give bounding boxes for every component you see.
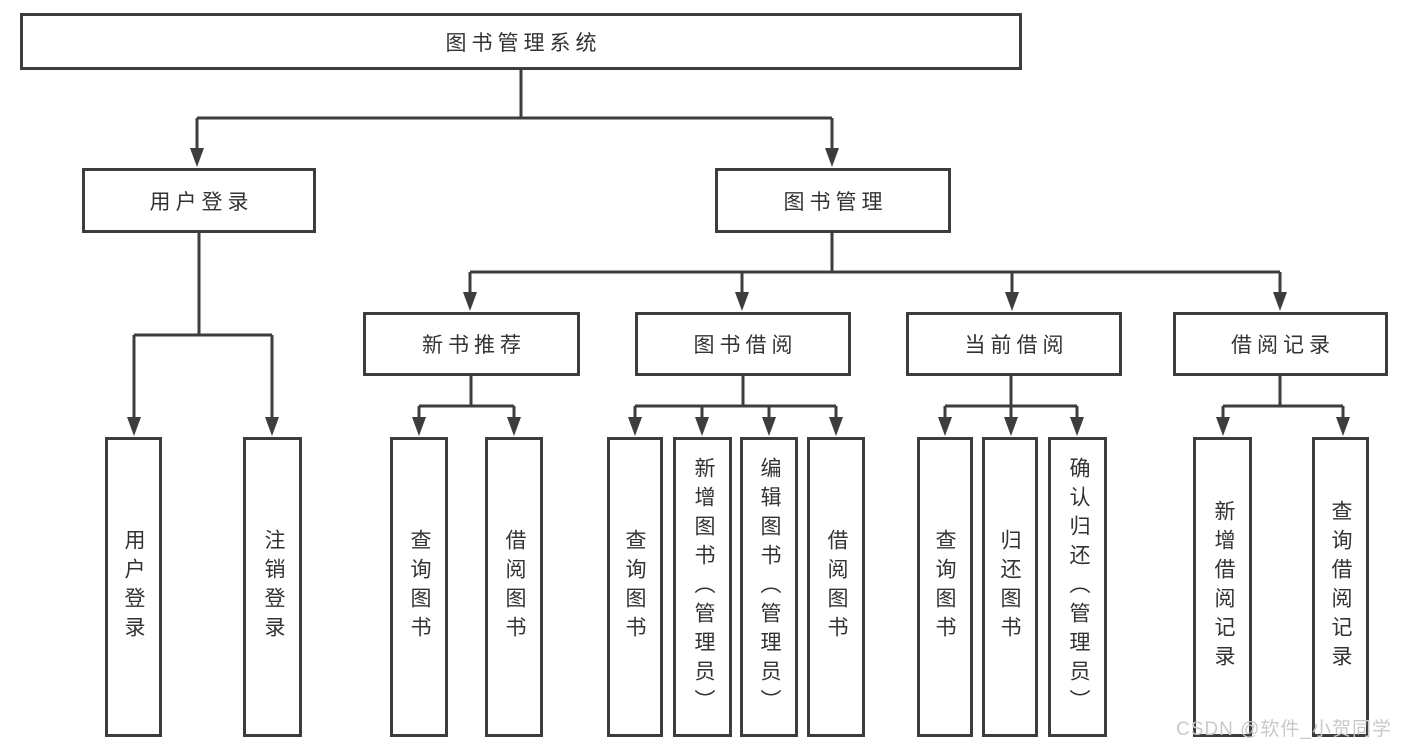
leaf-recommend-query-books: 查询图书 [390, 437, 448, 737]
leaf-recommend-borrow-books: 借阅图书 [485, 437, 543, 737]
arrowhead-down-icon [695, 417, 709, 436]
arrowhead-down-icon [265, 417, 279, 436]
leaf-return-books: 归还图书 [982, 437, 1038, 737]
arrowhead-down-icon [190, 148, 204, 167]
connector-user-login-to-leaves [127, 233, 279, 436]
connector-borrowing-to-leaves [628, 376, 843, 436]
leaf-add-borrow-record: 新增借阅记录 [1193, 437, 1252, 737]
arrowhead-down-icon [1004, 417, 1018, 436]
node-current-borrowing: 当前借阅 [906, 312, 1122, 376]
connector-recommend-to-leaves [412, 376, 521, 436]
connector-records-to-leaves [1216, 376, 1350, 436]
arrowhead-down-icon [825, 148, 839, 167]
connector-root-to-level2 [190, 70, 839, 167]
csdn-watermark: CSDN @软件_小贺同学 [1176, 719, 1392, 740]
leaf-edit-books-admin: 编辑图书（管理员） [740, 437, 798, 737]
arrowhead-down-icon [938, 417, 952, 436]
connector-book-mgmt-to-level3 [463, 233, 1287, 311]
node-system-root: 图书管理系统 [20, 13, 1022, 70]
arrowhead-down-icon [628, 417, 642, 436]
leaf-borrow-query-books: 查询图书 [607, 437, 663, 737]
arrowhead-down-icon [829, 417, 843, 436]
arrowhead-down-icon [735, 292, 749, 311]
connector-current-to-leaves [938, 376, 1084, 436]
node-book-borrowing: 图书借阅 [635, 312, 851, 376]
arrowhead-down-icon [412, 417, 426, 436]
arrowhead-down-icon [127, 417, 141, 436]
leaf-add-books-admin: 新增图书（管理员） [673, 437, 732, 737]
arrowhead-down-icon [1336, 417, 1350, 436]
arrowhead-down-icon [1273, 292, 1287, 311]
arrowhead-down-icon [1005, 292, 1019, 311]
arrowhead-down-icon [762, 417, 776, 436]
leaf-borrow-books: 借阅图书 [807, 437, 865, 737]
node-new-book-recommendation: 新书推荐 [363, 312, 580, 376]
node-book-management-branch: 图书管理 [715, 168, 951, 233]
leaf-current-query-books: 查询图书 [917, 437, 973, 737]
arrowhead-down-icon [507, 417, 521, 436]
arrowhead-down-icon [1070, 417, 1084, 436]
leaf-query-borrow-record: 查询借阅记录 [1312, 437, 1369, 737]
leaf-confirm-return-admin: 确认归还（管理员） [1048, 437, 1107, 737]
arrowhead-down-icon [1216, 417, 1230, 436]
leaf-user-login: 用户登录 [105, 437, 162, 737]
node-borrowing-records: 借阅记录 [1173, 312, 1388, 376]
leaf-logout: 注销登录 [243, 437, 302, 737]
node-user-login-branch: 用户登录 [82, 168, 316, 233]
arrowhead-down-icon [463, 292, 477, 311]
